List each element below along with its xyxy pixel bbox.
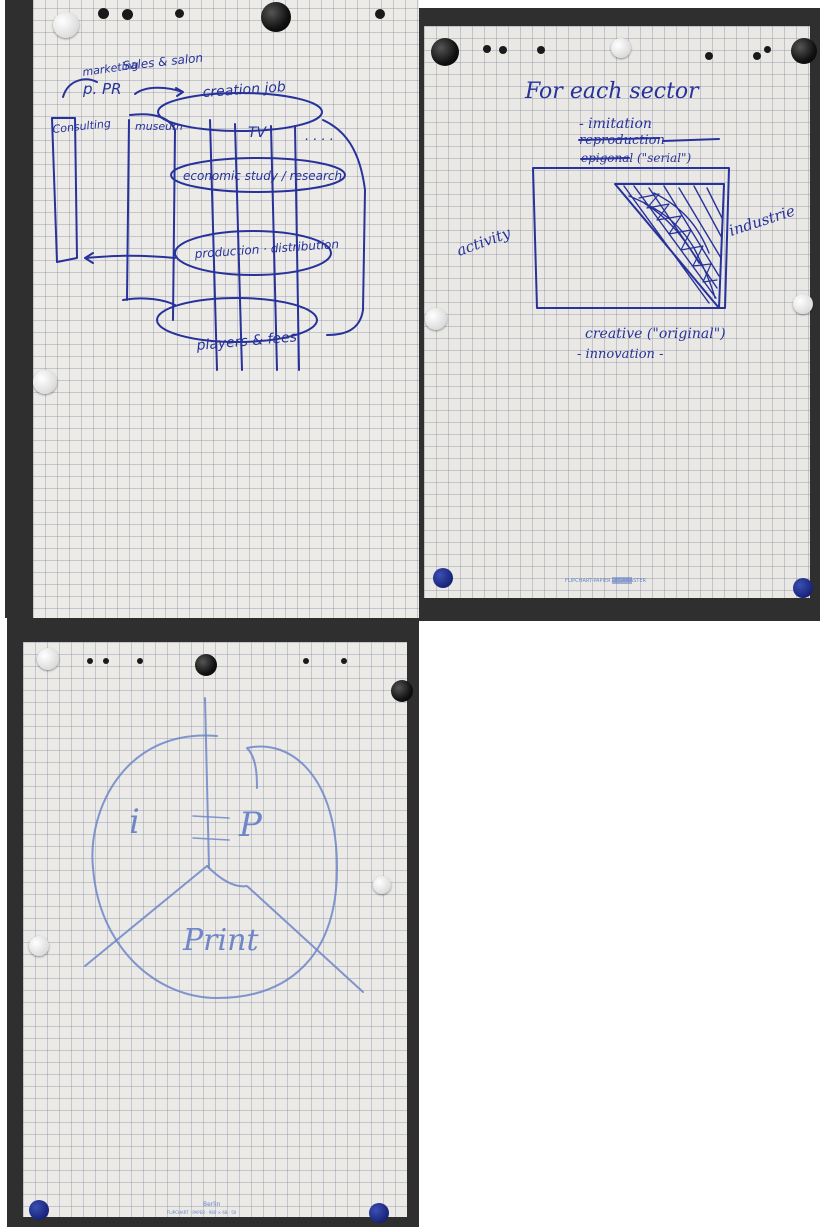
photo-flipchart-print-circle: i P Print Berlin FLIPCHART · PAPER · 960… — [7, 618, 419, 1227]
label-production: production · distribution — [193, 237, 339, 261]
label-imitation: - imitation — [579, 116, 652, 132]
label-museum: museum — [135, 120, 183, 133]
handwriting-diagram: i P Print Berlin FLIPCHART · PAPER · 960… — [7, 618, 419, 1227]
label-economic: economic study / research — [183, 169, 342, 183]
handwriting-diagram: marketing Sales & salon p. PR creation j… — [5, 0, 419, 618]
photo-flipchart-imitation-innovation: For each sector - imitation reproduction… — [419, 8, 820, 621]
label-serial: ("serial") — [637, 151, 692, 165]
label-activity: activity — [454, 224, 513, 260]
photo-flipchart-sectors-map: marketing Sales & salon p. PR creation j… — [5, 0, 419, 618]
paper-footer-line: FLIPCHART · PAPER · 960 × 68 · 50 — [167, 1210, 237, 1215]
letter-p: P — [238, 805, 263, 845]
label-industrie: industrie — [727, 202, 798, 240]
label-tv: TV — [248, 125, 268, 141]
paper-footer-brand: Berlin — [203, 1201, 221, 1208]
label-innovation: - innovation - — [577, 347, 663, 362]
label-creation: creation job — [202, 79, 286, 101]
label-pr: p. PR — [82, 80, 122, 98]
empty-area — [419, 621, 820, 1227]
label-dots: . . . . — [305, 129, 334, 144]
label-players: players & fees — [195, 329, 298, 354]
letter-i: i — [129, 802, 140, 842]
paper-footer-logo — [612, 577, 632, 584]
paper-footer-brand: FLIPCHART-PAPIER LEGAMASTER — [565, 578, 647, 584]
label-creative: creative ("original") — [585, 326, 726, 342]
sheet-title: For each sector — [524, 79, 700, 104]
label-sales: Sales & salon — [122, 51, 204, 73]
label-consulting: Consulting — [52, 117, 112, 136]
print-word: Print — [182, 923, 259, 958]
handwriting-diagram: For each sector - imitation reproduction… — [419, 8, 820, 621]
